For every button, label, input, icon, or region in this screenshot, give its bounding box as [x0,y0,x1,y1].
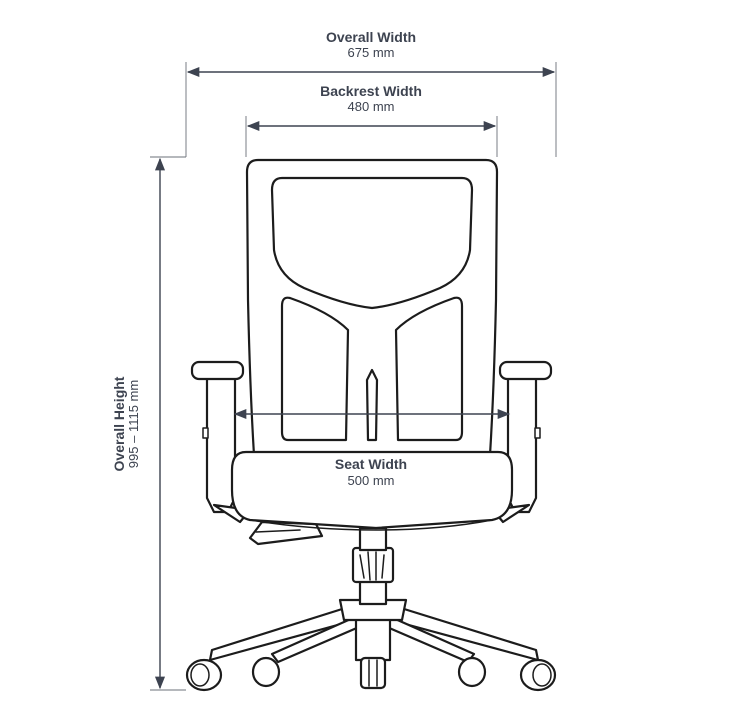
cylinder-upper [358,526,388,552]
chair-base [208,598,540,664]
backrest-upper-mesh [270,176,474,310]
cylinder-cover [351,546,395,584]
seat [230,450,514,531]
overall-width-dimension: Overall Width 675 mm [185,29,557,157]
backrest-width-dimension: Backrest Width 480 mm [245,83,498,157]
casters [185,656,557,692]
seat-width-label: Seat Width [335,456,407,472]
overall-height-value: 995 – 1115 mm [126,380,141,468]
armrest-left [190,360,252,524]
seat-width-dimension: Seat Width 500 mm [233,408,511,488]
backrest-right-mesh [394,296,464,442]
cylinder-lower [358,578,388,606]
backrest-center-slot [365,368,379,442]
caster-center [359,656,387,690]
backrest-width-value: 480 mm [348,99,395,114]
armrest-left-pad [190,360,245,381]
seat-width-value: 500 mm [348,473,395,488]
gas-cylinder [351,526,395,606]
armrest-left-post [205,376,237,514]
backrest [245,158,499,457]
caster-front-right-hub [532,663,552,687]
armrest-right-pad [498,360,553,381]
overall-height-dimension: Overall Height 995 – 1115 mm [111,156,186,691]
caster-back-right [457,656,487,688]
seat-cushion [230,450,514,530]
overall-width-label: Overall Width [326,29,416,45]
office-chair-drawing [185,158,557,692]
backrest-left-mesh [280,296,350,442]
caster-front-left-hub [190,663,210,687]
backrest-width-label: Backrest Width [320,83,422,99]
overall-width-value: 675 mm [348,45,395,60]
overall-height-label: Overall Height [111,376,127,471]
caster-back-left [251,656,281,688]
